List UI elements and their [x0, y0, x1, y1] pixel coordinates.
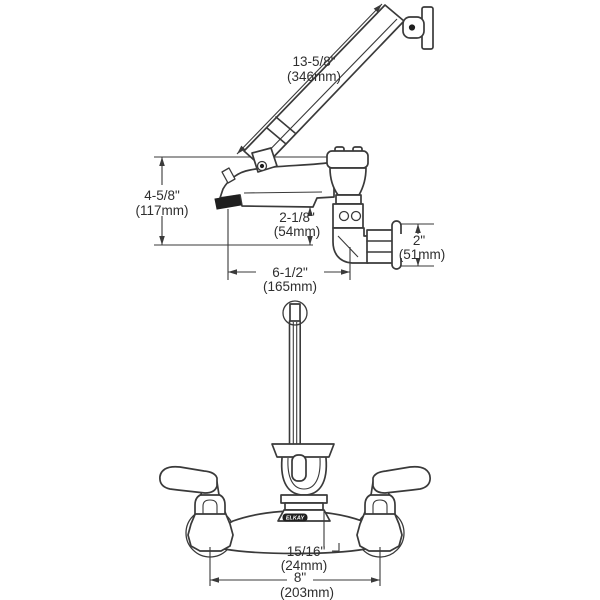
arrowhead — [307, 207, 313, 216]
brand-label: ELKAY — [286, 516, 306, 522]
spout-tip-front — [271, 443, 335, 458]
right-bonnet-arch — [372, 499, 388, 514]
label-mask — [130, 185, 195, 216]
hose-coupling-line — [266, 127, 287, 145]
side-view: 13-5/8" (346mm) 4-5/8" (117mm) 2-1/8" (5… — [130, 3, 449, 294]
left-bonnet-arch — [202, 499, 218, 514]
brand-badge — [282, 513, 308, 522]
right-valve-bell — [356, 511, 403, 552]
offset-leader — [332, 543, 340, 552]
left-lever-handle — [159, 465, 218, 494]
arrowhead — [228, 269, 237, 275]
arrowhead — [415, 257, 421, 266]
spout-contour-line — [243, 191, 323, 194]
dimension-line-hose-length — [236, 3, 383, 155]
dim-clearance-in: 2-1/8" — [279, 210, 315, 225]
arrowhead — [373, 4, 382, 13]
dim-reach-mm: (165mm) — [263, 279, 317, 294]
dim-flange-in: 2" — [413, 233, 426, 248]
spout-band — [284, 502, 324, 511]
dim-clearance-mm: (54mm) — [274, 224, 321, 239]
right-bonnet — [364, 493, 396, 515]
dim-offset-in: 15/16" — [287, 544, 326, 559]
label-mask — [287, 569, 313, 583]
hose-highlight-line — [257, 18, 398, 163]
valve-body — [329, 167, 367, 196]
arrowhead — [210, 577, 219, 583]
valve-body-cap — [326, 150, 369, 169]
arrowhead — [159, 157, 165, 166]
nut-detail — [338, 210, 350, 222]
spray-hose-tube — [243, 4, 405, 169]
dim-reach-in: 6-1/2" — [272, 265, 308, 280]
arrowhead — [341, 269, 350, 275]
front-view: ELKAY 15/16" (24mm) 8" (203mm) — [159, 300, 431, 600]
dim-centers-mm: (203mm) — [280, 585, 334, 600]
dim-hose-length-in: 13-5/8" — [292, 54, 335, 69]
valve-band — [335, 194, 362, 205]
arrowhead — [159, 236, 165, 245]
arrowhead — [237, 145, 246, 154]
faucet-spout-side — [219, 161, 335, 208]
dim-centers-in: 8" — [294, 570, 307, 585]
wall-hook-ring — [282, 300, 308, 326]
spout-band — [280, 494, 328, 504]
swivel-pivot-dot — [259, 163, 265, 169]
left-bonnet — [194, 493, 226, 515]
elbow-gusset-line — [337, 235, 359, 258]
right-lever-handle — [372, 465, 431, 494]
hose-end-front — [291, 454, 307, 482]
spout-vent-nub — [221, 167, 236, 184]
arrowhead — [415, 224, 421, 233]
arrowhead — [307, 236, 313, 245]
dim-hose-length-mm: (346mm) — [287, 69, 341, 84]
wall-hook-pin — [289, 303, 301, 322]
arrowhead — [371, 577, 380, 583]
hose-coupling-line — [275, 116, 296, 134]
hose-loop-inner — [287, 457, 321, 490]
dim-spout-height-mm: (117mm) — [135, 203, 188, 218]
dim-flange-mm: (51mm) — [399, 247, 446, 262]
dim-offset-mm: (24mm) — [281, 558, 328, 573]
hex-nut — [366, 229, 394, 264]
nut-detail — [350, 210, 362, 222]
aerator — [214, 194, 242, 210]
left-valve-bell — [187, 511, 234, 552]
label-mask — [397, 234, 449, 258]
bracket-pivot-dot — [408, 24, 416, 31]
dim-spout-height-in: 4-5/8" — [144, 188, 180, 203]
label-mask — [256, 263, 324, 294]
